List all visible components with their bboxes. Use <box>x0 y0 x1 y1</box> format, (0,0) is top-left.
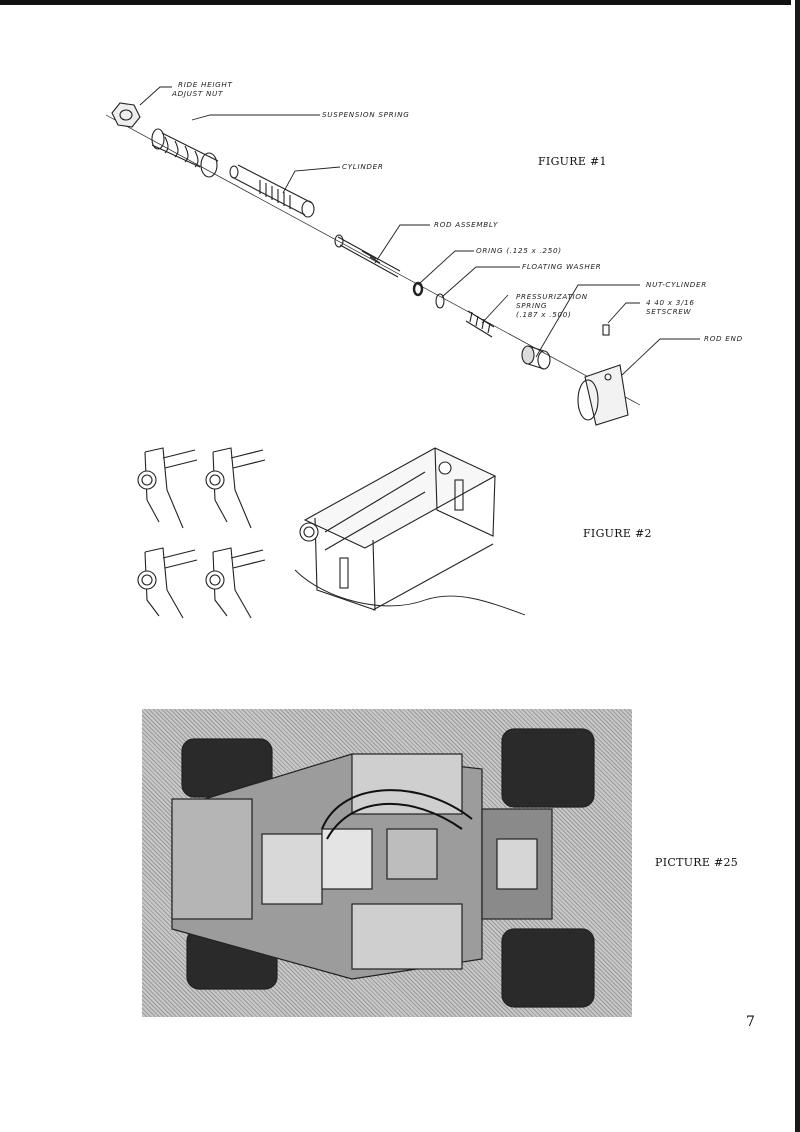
label-ride-height: RIDE HEIGHT <box>178 80 233 89</box>
cylinder <box>229 164 315 218</box>
label-spring: SPRING <box>516 301 547 310</box>
bracket-bottom-left <box>137 547 198 619</box>
figure1-drawing: RIDE HEIGHT ADJUST NUT SUSPENSION SPRING… <box>105 80 743 426</box>
speed-control <box>386 828 438 880</box>
setscrew <box>602 324 610 336</box>
label-cylinder: CYLINDER <box>342 162 384 171</box>
page-number: 7 <box>746 1014 755 1030</box>
label-suspension-spring: SUSPENSION SPRING <box>322 110 410 119</box>
bracket-top-left <box>137 447 198 529</box>
label-floating-washer: FLOATING WASHER <box>522 262 601 271</box>
front-right-tire <box>501 728 595 808</box>
servo <box>261 833 323 905</box>
figure2-drawing <box>137 447 526 619</box>
rear-right-tire <box>501 928 595 1008</box>
figure1-caption: FIGURE #1 <box>538 155 607 168</box>
ride-height-nut <box>111 102 141 128</box>
scan-edge-top <box>0 0 800 5</box>
picture25-photo <box>142 709 632 1017</box>
floating-washer <box>435 293 445 309</box>
figure2-caption: FIGURE #2 <box>583 527 652 540</box>
picture25-caption: PICTURE #25 <box>655 856 739 869</box>
receiver <box>321 828 373 890</box>
oring <box>412 281 424 297</box>
label-oring: ORING (.125 x .250) <box>476 246 562 255</box>
battery-pack-top <box>351 753 463 815</box>
bracket-bottom-right <box>205 547 266 619</box>
label-setscrew-size: 4 40 x 3/16 <box>646 298 695 307</box>
frame-assembly <box>294 447 526 616</box>
label-spring-size: (.187 x .500) <box>516 310 572 319</box>
rod-end <box>577 364 629 426</box>
label-rod-assembly: ROD ASSEMBLY <box>434 220 498 229</box>
label-pressurization: PRESSURIZATION <box>516 292 588 301</box>
front-axle-block <box>171 798 253 920</box>
bracket-top-right <box>205 447 266 529</box>
rod-assembly <box>334 234 401 278</box>
label-setscrew: SETSCREW <box>646 307 692 316</box>
pressurization-spring <box>465 310 495 338</box>
battery-pack-bottom <box>351 903 463 970</box>
label-rod-end: ROD END <box>704 334 743 343</box>
scan-edge-right <box>791 0 800 1132</box>
nut-cylinder <box>521 345 551 370</box>
label-nut-cylinder: NUT-CYLINDER <box>646 280 707 289</box>
motor <box>496 838 538 890</box>
chassis-photo-render <box>171 728 595 1008</box>
suspension-spring <box>151 128 219 178</box>
label-adjust-nut: ADJUST NUT <box>171 89 223 98</box>
